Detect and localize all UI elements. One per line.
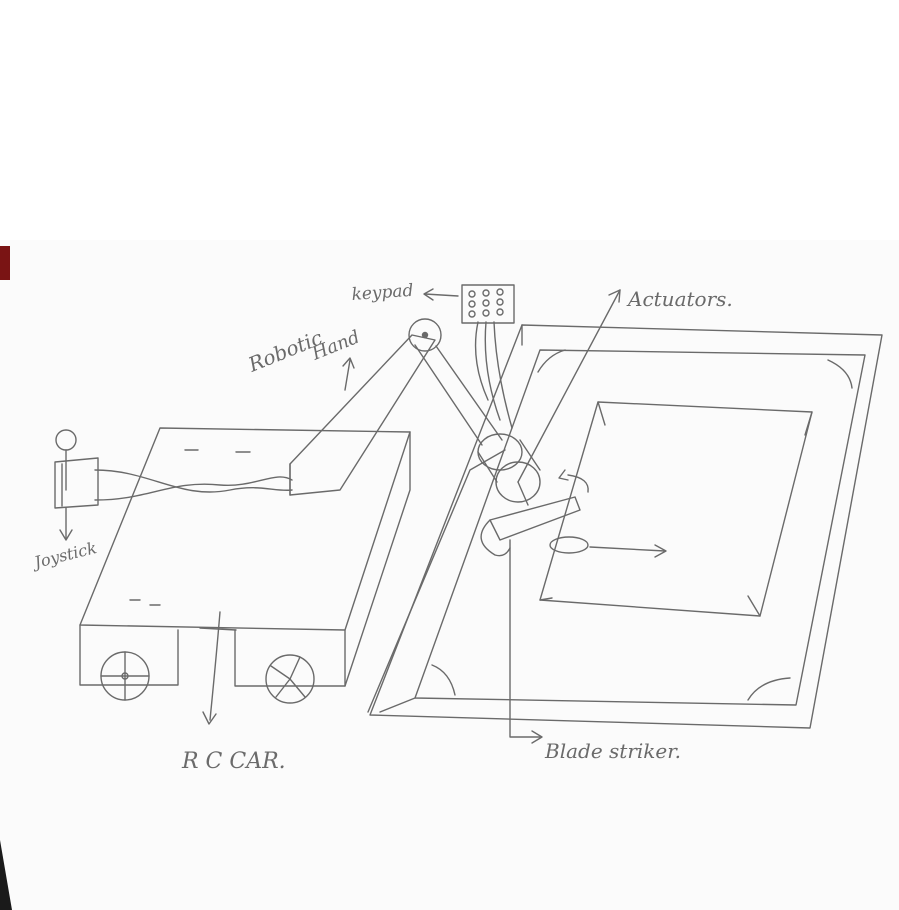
label-blade-striker: Blade striker. [544,739,681,763]
label-joystick: Joystick [29,538,98,573]
keypad-wires [476,322,512,428]
label-keypad: keypad [351,281,414,305]
hockey-table [368,325,882,728]
joystick-cable [95,470,292,500]
rc-car [80,428,410,703]
joystick [55,430,98,508]
keypad [462,285,514,323]
rc-car-left-wheel [101,652,149,700]
label-actuators: Actuators. [626,287,733,311]
label-rc-car: R C CAR. [181,749,286,774]
puck [550,537,666,557]
rc-car-right-wheel [266,655,314,703]
label-arrows [60,289,620,743]
